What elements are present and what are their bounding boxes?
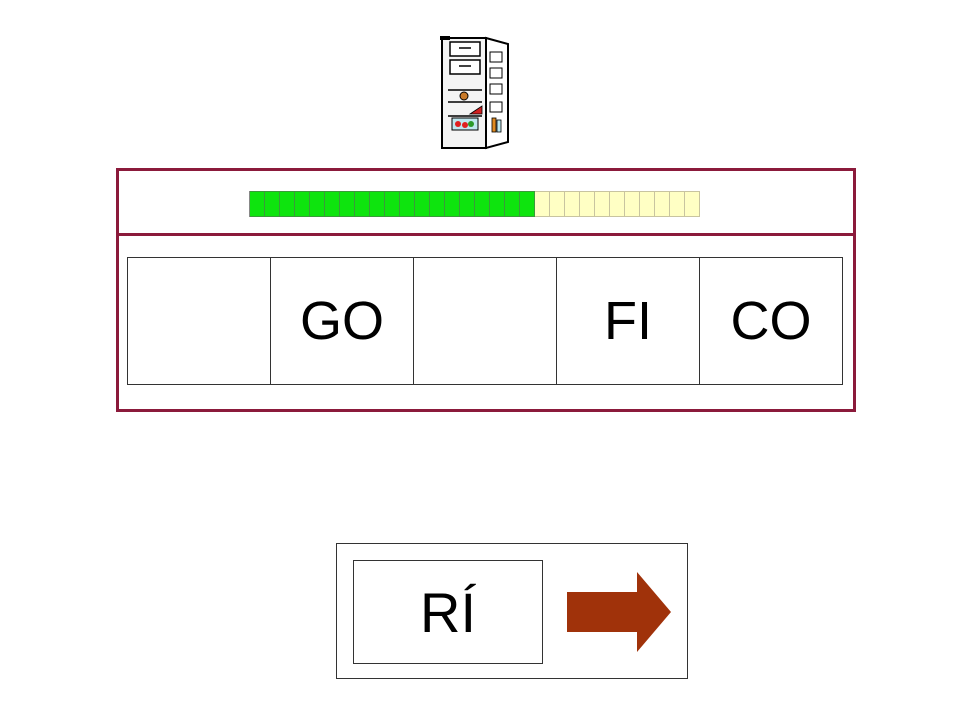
progress-cell-empty (595, 191, 610, 217)
progress-cell-filled (250, 191, 265, 217)
progress-cell-filled (310, 191, 325, 217)
answer-panel: RÍ (336, 543, 688, 679)
progress-cell-filled (505, 191, 520, 217)
progress-cell-filled (520, 191, 535, 217)
frame-divider (119, 233, 853, 236)
progress-cell-empty (670, 191, 685, 217)
progress-cell-empty (610, 191, 625, 217)
syllable-slot-3[interactable] (413, 257, 557, 385)
progress-cell-filled (370, 191, 385, 217)
progress-cell-filled (325, 191, 340, 217)
syllable-card[interactable]: RÍ (353, 560, 543, 664)
progress-cell-empty (535, 191, 550, 217)
progress-cell-filled (265, 191, 280, 217)
progress-cell-empty (580, 191, 595, 217)
syllable-slot-4[interactable]: FI (556, 257, 700, 385)
progress-cell-filled (415, 191, 430, 217)
syllable-slot-2[interactable]: GO (270, 257, 414, 385)
progress-cell-empty (655, 191, 670, 217)
progress-cell-empty (565, 191, 580, 217)
arrow-right-icon[interactable] (563, 570, 675, 654)
syllable-slot-5[interactable]: CO (699, 257, 843, 385)
progress-cell-empty (550, 191, 565, 217)
syllable-slots: GO FI CO (127, 257, 847, 385)
progress-cell-filled (355, 191, 370, 217)
progress-cell-filled (490, 191, 505, 217)
progress-cell-filled (400, 191, 415, 217)
progress-cell-empty (685, 191, 700, 217)
progress-cell-filled (295, 191, 310, 217)
progress-cell-empty (640, 191, 655, 217)
word-frame: GO FI CO (116, 168, 856, 412)
syllable-slot-1[interactable] (127, 257, 271, 385)
progress-cell-filled (340, 191, 355, 217)
progress-cell-filled (280, 191, 295, 217)
progress-cell-filled (445, 191, 460, 217)
progress-cell-filled (460, 191, 475, 217)
refrigerator-icon (440, 36, 509, 150)
progress-cell-filled (385, 191, 400, 217)
progress-cell-empty (625, 191, 640, 217)
progress-bar (249, 191, 700, 217)
progress-cell-filled (430, 191, 445, 217)
progress-cell-filled (475, 191, 490, 217)
